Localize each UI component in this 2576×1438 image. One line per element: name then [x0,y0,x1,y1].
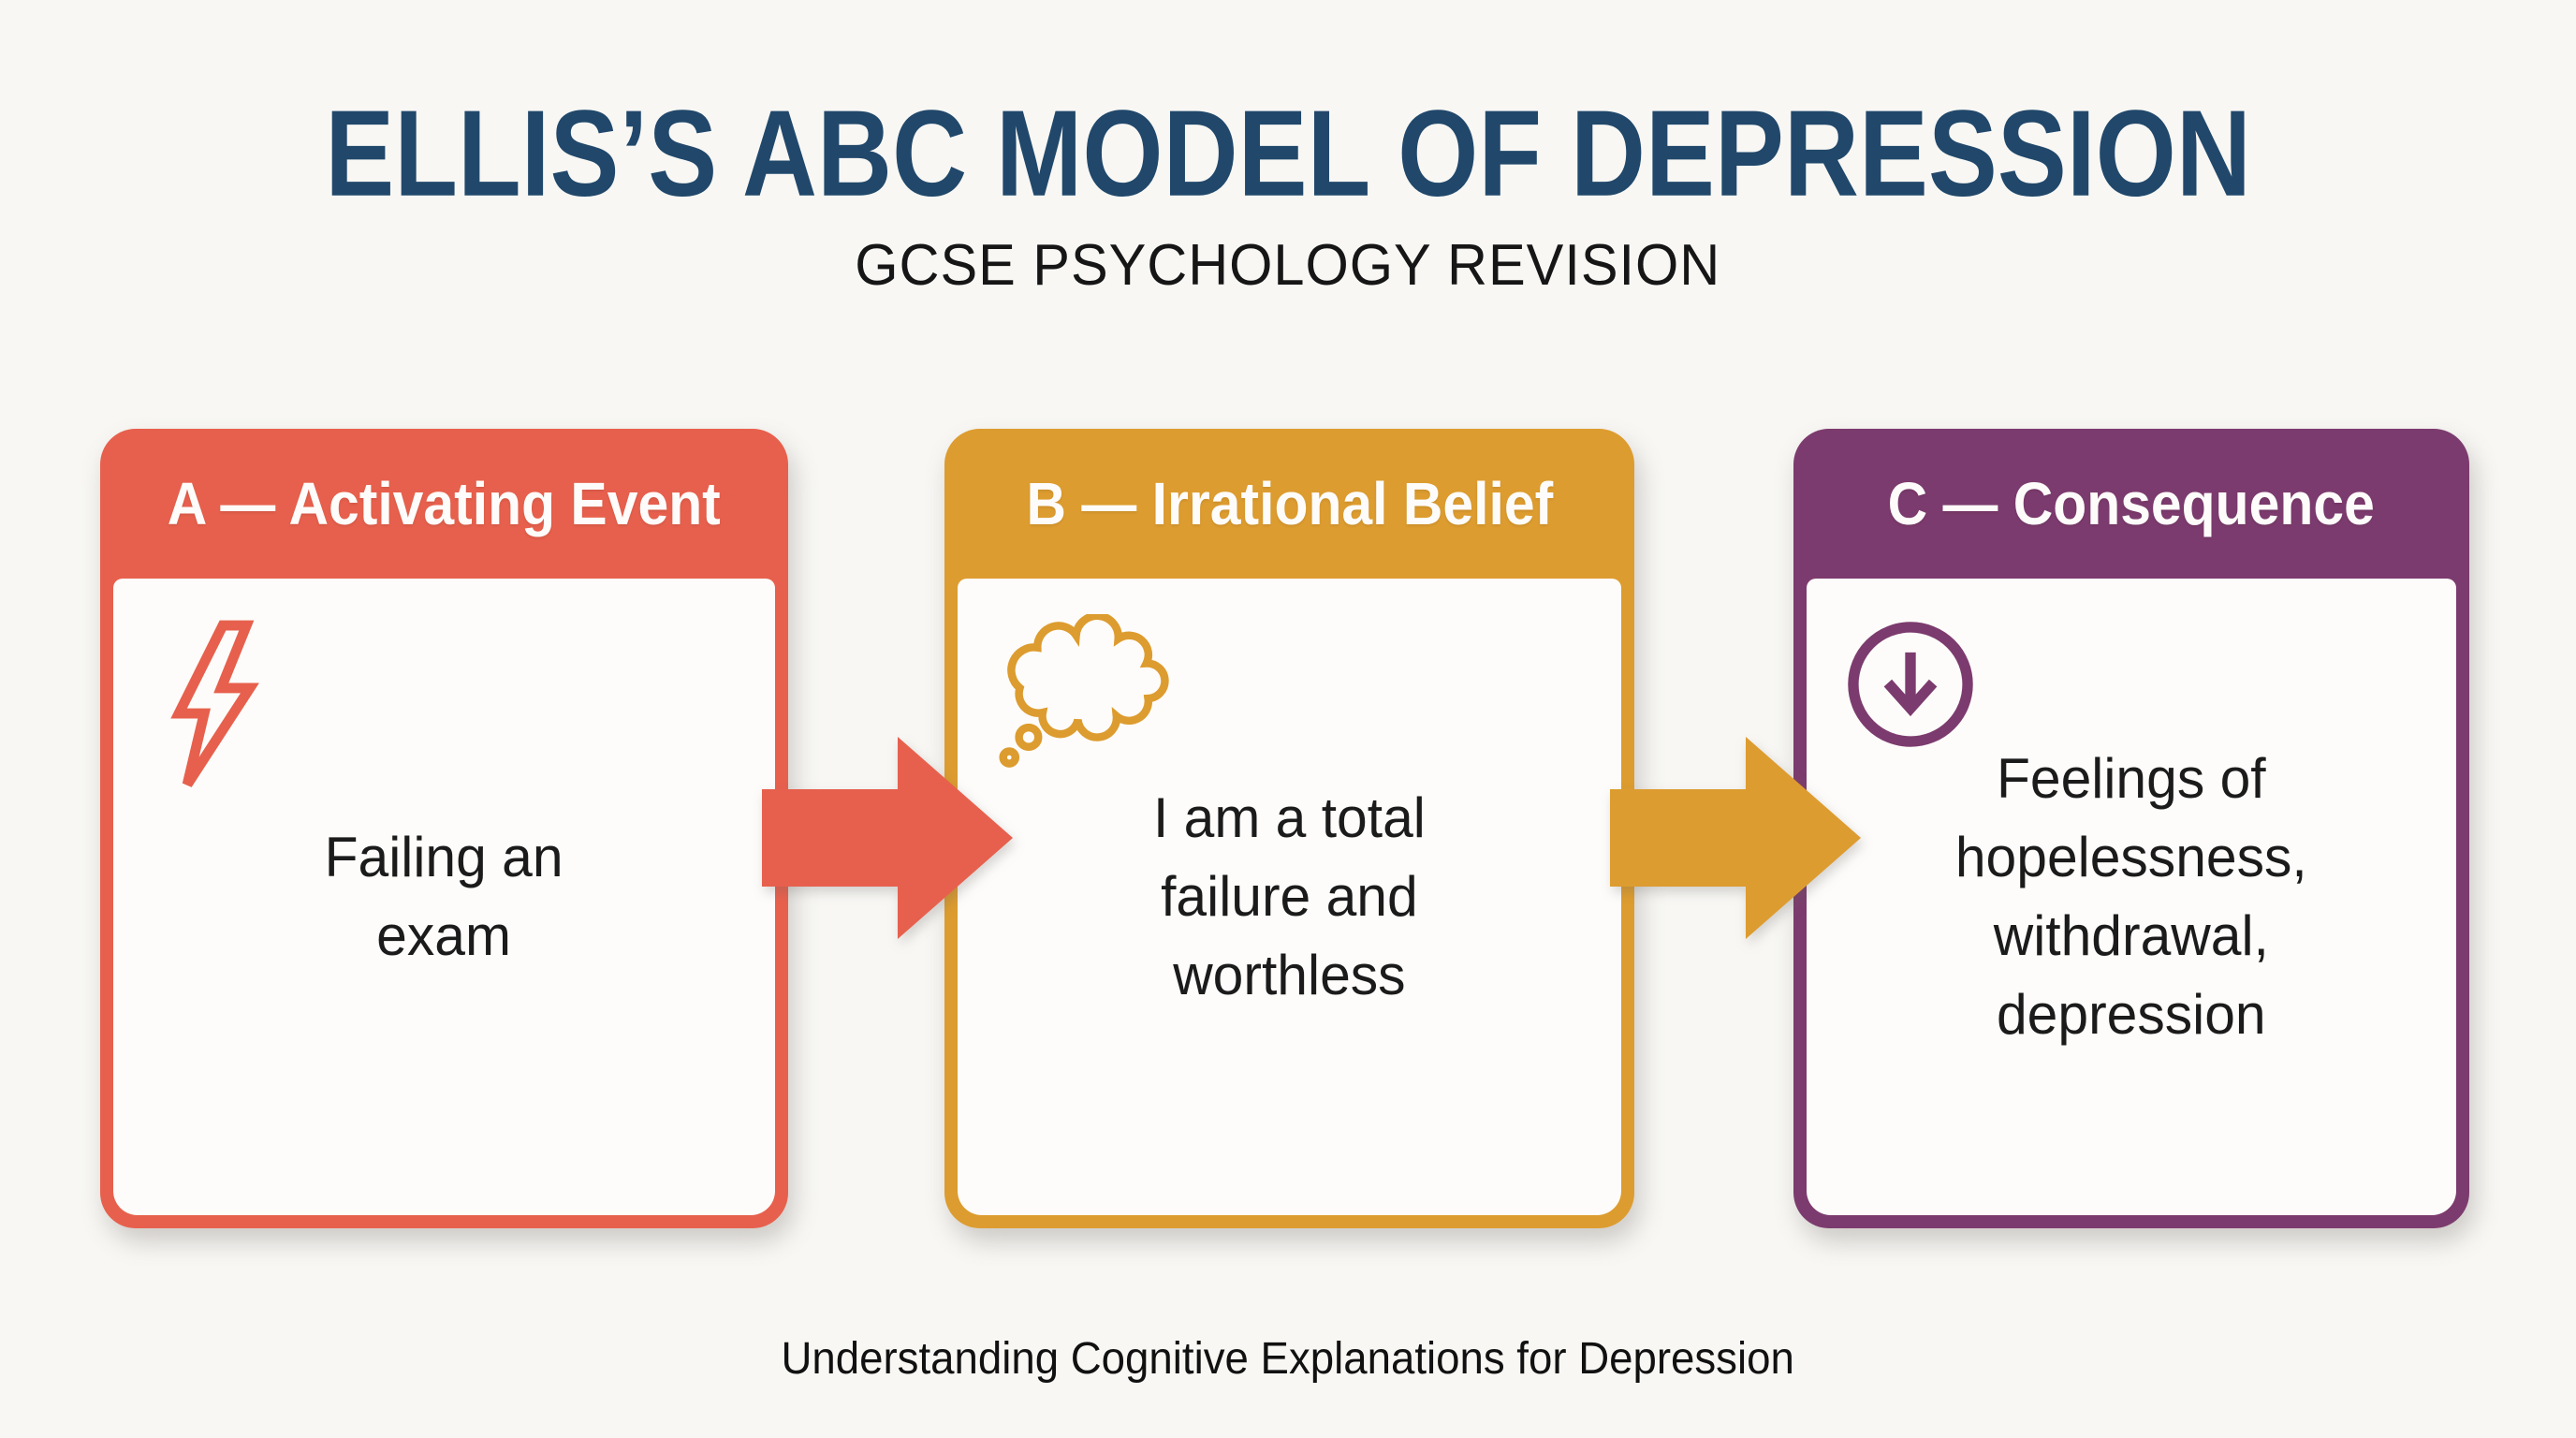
card-consequence-text: Feelings of hopelessness, withdrawal, de… [1955,747,2307,1046]
flow-arrow-b-to-c-icon [1610,727,1861,953]
card-consequence-header: C — Consequence [1793,429,2469,579]
page-subtitle-text: GCSE PSYCHOLOGY REVISION [855,232,1721,298]
arrow-down-circle-icon [1844,618,1977,756]
card-irrational-belief-header: B — Irrational Belief [944,429,1634,579]
footer-caption: Understanding Cognitive Explanations for… [0,1328,2576,1389]
page-title-text: ELLIS’S ABC MODEL OF DEPRESSION [325,83,2251,222]
card-activating-event-header: A — Activating Event [100,429,788,579]
page-title: ELLIS’S ABC MODEL OF DEPRESSION [0,82,2576,223]
card-consequence: C — Consequence Feelings of hopelessness… [1793,429,2469,1228]
card-activating-event-text: Failing an exam [325,826,564,967]
page-subtitle: GCSE PSYCHOLOGY REVISION [0,230,2576,300]
card-activating-event: A — Activating Event Failing an exam [100,429,788,1228]
card-irrational-belief-title: B — Irrational Belief [1026,470,1553,537]
card-irrational-belief-body: I am a total failure and worthless [958,579,1621,1215]
card-irrational-belief-text: I am a total failure and worthless [1153,786,1426,1006]
card-irrational-belief: B — Irrational Belief I am a total failu… [944,429,1634,1228]
lightning-bolt-icon [162,620,267,795]
card-activating-event-title: A — Activating Event [167,470,722,537]
flow-arrow-a-to-b-icon [762,727,1013,953]
card-consequence-title: C — Consequence [1887,470,2376,537]
card-activating-event-body: Failing an exam [113,579,775,1215]
footer-caption-text: Understanding Cognitive Explanations for… [781,1333,1795,1384]
thought-bubble-icon [997,611,1173,777]
card-consequence-body: Feelings of hopelessness, withdrawal, de… [1807,579,2456,1215]
